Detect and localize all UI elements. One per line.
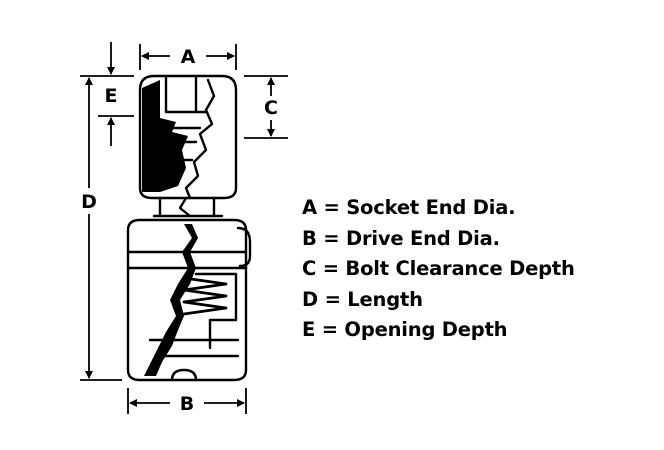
- socket-end-body: [138, 74, 238, 200]
- dimension-legend: A = Socket End Dia. B = Drive End Dia. C…: [302, 193, 575, 346]
- joint-neck-cutaway: [178, 196, 192, 218]
- legend-item-a: A = Socket End Dia.: [302, 196, 516, 219]
- joint-neck: [152, 196, 224, 218]
- dimension-label-a: A: [181, 46, 196, 68]
- dimension-label-c: C: [264, 97, 278, 119]
- internal-spring-icon: [182, 276, 228, 316]
- universal-socket-illustration: [126, 74, 252, 382]
- drive-cutaway: [144, 224, 198, 376]
- socket-hex-face-lines: [164, 76, 208, 114]
- drive-inner-walls: [148, 272, 240, 358]
- dimension-label-e: E: [105, 85, 118, 107]
- legend-item-d: D = Length: [302, 287, 423, 311]
- legend-item-b: B = Drive End Dia.: [302, 226, 500, 250]
- socket-opening-cutaway: [142, 80, 188, 192]
- dimension-lines: [80, 42, 288, 414]
- legend-item-e: E = Opening Depth: [302, 318, 508, 341]
- dimension-label-b: B: [180, 393, 194, 415]
- cutaway-edge-upper: [184, 78, 216, 200]
- drive-end-body: [126, 218, 248, 382]
- retaining-clip: [236, 226, 252, 268]
- legend-item-c: C = Bolt Clearance Depth: [302, 257, 575, 280]
- drive-square-opening: [170, 368, 198, 382]
- socket-inner-steps: [158, 126, 202, 162]
- dimension-label-d: D: [81, 191, 97, 213]
